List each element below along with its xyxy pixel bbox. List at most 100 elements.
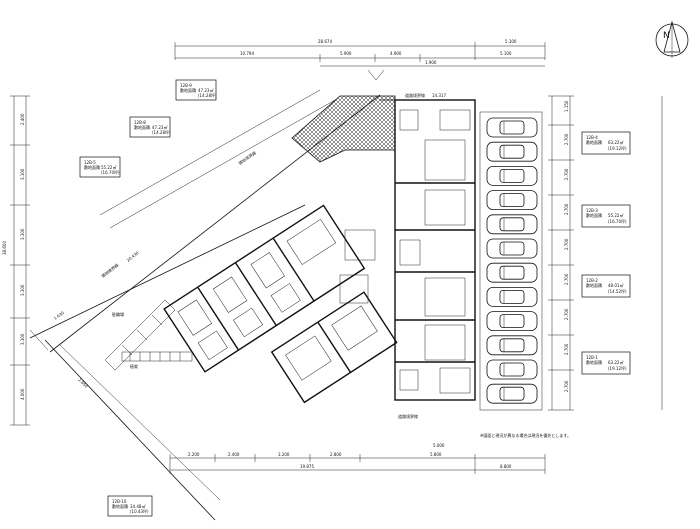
hatched-common-area bbox=[291, 95, 396, 163]
dim-bottom-total: 19.875 bbox=[300, 464, 314, 469]
right-building: 道路境界線 bbox=[394, 99, 476, 419]
svg-text:12B-8: 12B-8 bbox=[134, 120, 146, 125]
parked-car-icon bbox=[486, 383, 538, 404]
svg-text:敷地面積: 敷地面積 bbox=[586, 139, 602, 145]
svg-text:(16.70坪): (16.70坪) bbox=[608, 218, 627, 224]
dim-left-2: 3.100 bbox=[20, 168, 25, 180]
svg-text:34.48㎡: 34.48㎡ bbox=[130, 503, 145, 509]
diagonal-boundaries: 1.630 2.650 隣地境界線 20.430 隣地境界線 bbox=[29, 89, 381, 521]
svg-text:47.23㎡: 47.23㎡ bbox=[152, 124, 167, 130]
svg-text:敷地面積: 敷地面積 bbox=[112, 503, 128, 509]
top-road-boundary: 道路境界線 14.317 bbox=[367, 69, 475, 101]
svg-text:(16.70坪): (16.70坪) bbox=[101, 169, 120, 175]
road-label-top: 道路境界線 bbox=[405, 92, 425, 98]
parked-car-icon bbox=[486, 286, 538, 307]
svg-text:55.22㎡: 55.22㎡ bbox=[101, 164, 116, 170]
bottom-dimensions: 2.200 2.400 3.200 2.800 5.800 19.875 8.8… bbox=[169, 443, 546, 474]
svg-text:12B-9: 12B-9 bbox=[180, 83, 192, 88]
top-dimensions: 28.674 5.100 10.794 5.900 4.900 5.100 1.… bbox=[174, 39, 546, 67]
lot-label-12b3: 12B-3 敷地面積 55.22㎡ (16.70坪) bbox=[581, 204, 631, 228]
road-label-left: 隣地境界線 bbox=[237, 149, 257, 165]
dim-right-6: 2.700 bbox=[564, 273, 569, 285]
dim-right-3: 2.700 bbox=[564, 168, 569, 180]
dim-bottom-2: 2.400 bbox=[228, 452, 240, 457]
label-planting: 植栽 bbox=[130, 363, 138, 369]
lot-label-12b10: 12B-10 敷地面積 34.48㎡ (10.43坪) bbox=[107, 495, 153, 517]
north-arrow-icon: N bbox=[655, 20, 689, 58]
dim-right-4: 2.700 bbox=[564, 203, 569, 215]
svg-text:敷地面積: 敷地面積 bbox=[586, 212, 602, 218]
dim-bottom-right: 8.800 bbox=[500, 464, 512, 469]
dim-right-5: 2.700 bbox=[564, 238, 569, 250]
lower-building bbox=[270, 291, 398, 404]
svg-text:12B-3: 12B-3 bbox=[586, 208, 598, 213]
left-dimensions: 38.600 2.400 3.100 3.100 3.100 3.100 4.0… bbox=[2, 95, 30, 426]
dim-right-7: 2.700 bbox=[564, 308, 569, 320]
north-label: N bbox=[663, 31, 670, 41]
dim-right-2: 2.700 bbox=[564, 133, 569, 145]
dim-diag-b: 2.650 bbox=[77, 377, 89, 389]
svg-text:12B-4: 12B-4 bbox=[586, 135, 598, 140]
svg-text:12B-5: 12B-5 bbox=[84, 160, 96, 165]
dim-top-row-1: 10.794 bbox=[240, 51, 254, 56]
svg-text:(14.52坪): (14.52坪) bbox=[608, 288, 627, 294]
svg-text:12B-1: 12B-1 bbox=[586, 355, 598, 360]
parking-area bbox=[479, 111, 543, 411]
svg-text:48.01㎡: 48.01㎡ bbox=[608, 282, 623, 288]
lot-label-12b1: 12B-1 敷地面積 63.22㎡ (19.12坪) bbox=[581, 351, 631, 375]
disclaimer-note: ※図面と現況が異なる場合は現況を優先とします。 bbox=[480, 432, 571, 438]
bike-parking: 駐輪場 bbox=[104, 299, 176, 371]
dim-bottom-4: 2.800 bbox=[330, 452, 342, 457]
dim-left-5: 3.100 bbox=[20, 333, 25, 345]
dim-bottom-road: 5.000 bbox=[433, 443, 445, 448]
dim-right-8: 2.700 bbox=[564, 343, 569, 355]
label-bike-parking: 駐輪場 bbox=[112, 311, 124, 317]
dim-top-small: 1.900 bbox=[425, 60, 437, 65]
svg-text:敷地面積: 敷地面積 bbox=[586, 359, 602, 365]
lot-label-12b9: 12B-9 敷地面積 47.23㎡ (14.28坪) bbox=[175, 79, 217, 101]
dim-bottom-3: 3.200 bbox=[278, 452, 290, 457]
svg-text:63.22㎡: 63.22㎡ bbox=[608, 139, 623, 145]
parked-car-icon bbox=[486, 359, 538, 380]
svg-text:(10.43坪): (10.43坪) bbox=[130, 508, 149, 514]
lot-label-12b5: 12B-5 敷地面積 55.22㎡ (16.70坪) bbox=[79, 156, 121, 178]
dim-bottom-5: 5.800 bbox=[430, 452, 442, 457]
road-label-diag: 隣地境界線 bbox=[100, 262, 119, 279]
svg-text:敷地面積: 敷地面積 bbox=[586, 282, 602, 288]
svg-text:47.23㎡: 47.23㎡ bbox=[198, 87, 213, 93]
svg-text:敷地面積: 敷地面積 bbox=[134, 124, 150, 130]
lot-label-12b4: 12B-4 敷地面積 63.22㎡ (19.12坪) bbox=[581, 131, 631, 155]
svg-text:(14.28坪): (14.28坪) bbox=[152, 129, 171, 135]
svg-text:63.22㎡: 63.22㎡ bbox=[608, 359, 623, 365]
road-label-bottom: 道路境界線 bbox=[398, 413, 418, 419]
lot-label-12b2: 12B-2 敷地面積 48.01㎡ (14.52坪) bbox=[581, 274, 631, 298]
parked-car-icon bbox=[486, 311, 538, 332]
road-label-diag-length: 20.430 bbox=[126, 250, 140, 263]
dim-right-1: 1.150 bbox=[564, 100, 569, 112]
parked-car-icon bbox=[486, 262, 538, 283]
road-label-top-dim: 14.317 bbox=[432, 93, 446, 98]
dim-left-total: 38.600 bbox=[2, 241, 7, 255]
parked-car-icon bbox=[486, 214, 538, 235]
dim-diag-a: 1.630 bbox=[53, 310, 66, 321]
svg-text:(19.12坪): (19.12坪) bbox=[608, 365, 627, 371]
parked-car-icon bbox=[486, 335, 538, 356]
svg-text:敷地面積: 敷地面積 bbox=[180, 87, 196, 93]
svg-text:敷地面積: 敷地面積 bbox=[84, 164, 100, 170]
dim-bottom-1: 2.200 bbox=[188, 452, 200, 457]
parked-car-icon bbox=[486, 141, 538, 162]
dim-top-total: 28.674 bbox=[318, 39, 332, 44]
dim-top-row-4: 5.100 bbox=[500, 51, 512, 56]
dim-left-3: 3.100 bbox=[20, 228, 25, 240]
dim-right-9: 2.700 bbox=[564, 380, 569, 392]
svg-text:(14.28坪): (14.28坪) bbox=[198, 92, 217, 98]
dim-top-row-2: 5.900 bbox=[340, 51, 352, 56]
svg-text:55.22㎡: 55.22㎡ bbox=[608, 212, 623, 218]
dim-left-1: 2.400 bbox=[20, 113, 25, 125]
left-building bbox=[163, 204, 366, 373]
dim-top-row-3: 4.900 bbox=[390, 51, 402, 56]
svg-text:(19.12坪): (19.12坪) bbox=[608, 145, 627, 151]
lot-label-12b8: 12B-8 敷地面積 47.23㎡ (14.28坪) bbox=[129, 116, 171, 138]
right-dimensions: 1.150 2.700 2.700 2.700 2.700 2.700 2.70… bbox=[548, 95, 663, 411]
